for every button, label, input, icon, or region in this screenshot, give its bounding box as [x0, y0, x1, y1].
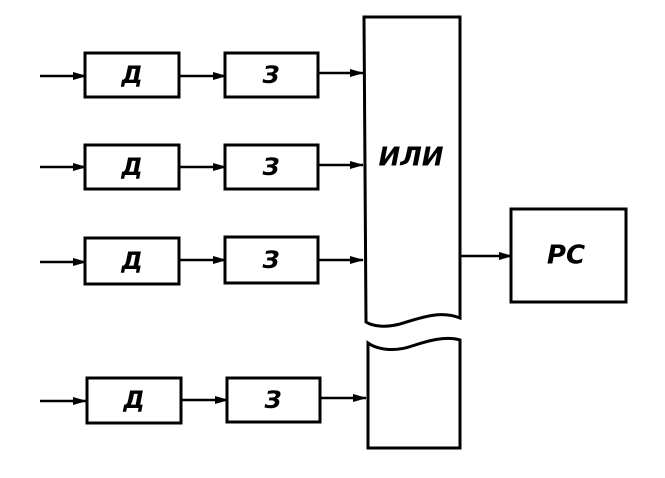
detector-label-1: Д	[120, 61, 142, 89]
delay-label-1: З	[261, 61, 279, 89]
or-block-continuation	[366, 336, 462, 450]
row-4: Д З	[40, 376, 367, 425]
delay-label-3: З	[261, 246, 279, 274]
delay-block-3	[223, 235, 320, 285]
row-2: Д З	[40, 143, 364, 191]
delay-block-1	[223, 51, 320, 99]
row-1: Д З	[40, 51, 364, 99]
rs-block	[509, 207, 628, 304]
detector-label-2: Д	[120, 153, 142, 181]
delay-label-2: З	[261, 153, 279, 181]
delay-block-4	[225, 376, 322, 424]
detector-block-3	[83, 236, 181, 286]
row-3: Д З	[40, 235, 364, 286]
rs-label: РС	[547, 241, 585, 271]
detector-label-4: Д	[122, 386, 144, 414]
detector-block-4	[85, 376, 183, 425]
delay-block-2	[223, 143, 320, 191]
detector-label-3: Д	[120, 247, 142, 275]
or-block	[362, 15, 462, 328]
delay-label-4: З	[263, 386, 281, 414]
detector-block-2	[83, 143, 181, 191]
or-label: ИЛИ	[378, 143, 443, 173]
